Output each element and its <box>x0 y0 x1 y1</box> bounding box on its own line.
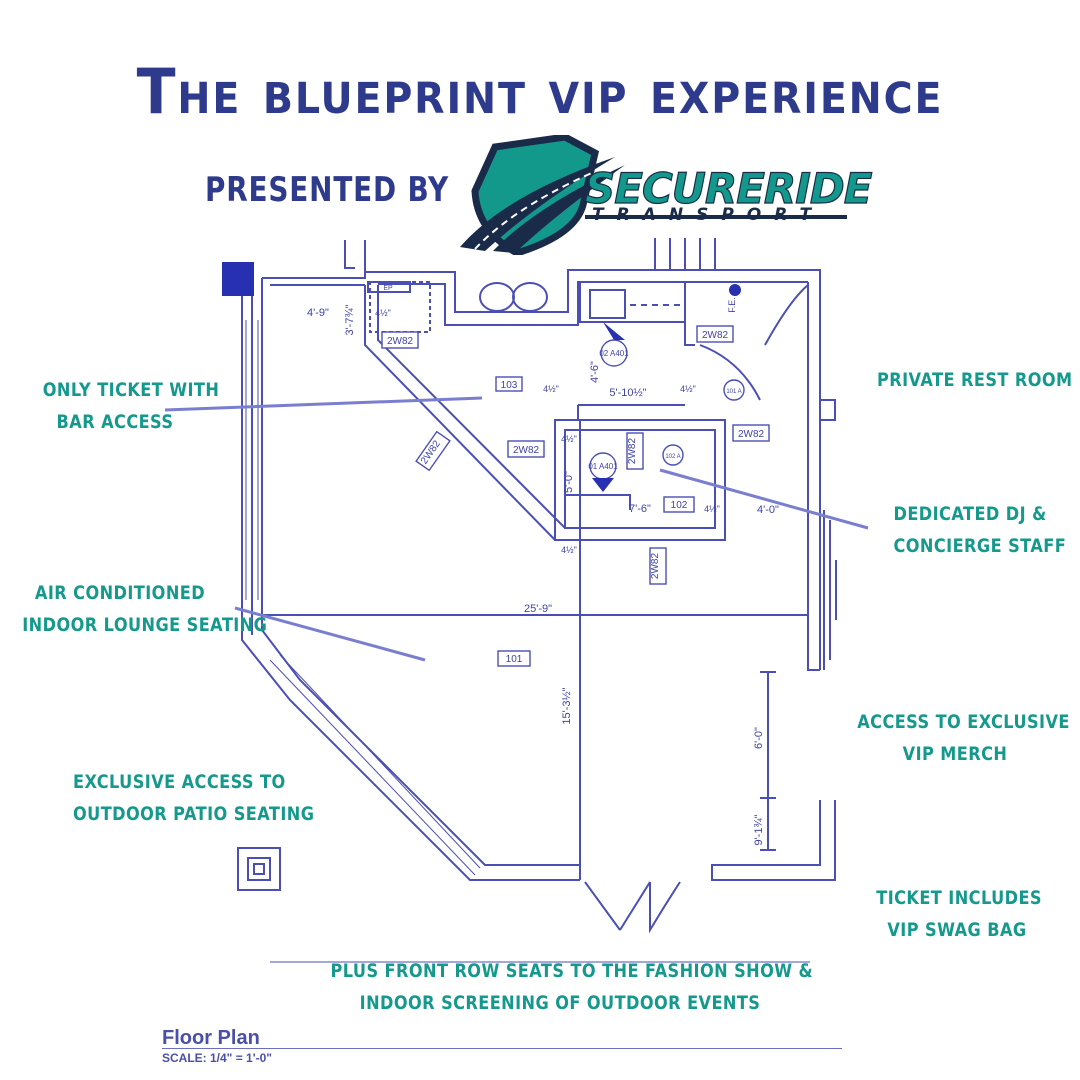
wall-top <box>262 240 366 279</box>
dark-block <box>222 262 254 296</box>
floor-plan-rule <box>162 1048 842 1049</box>
door-marker: 102 A <box>665 454 680 460</box>
fixture-1 <box>479 282 515 312</box>
dimension: 4½" <box>375 308 391 318</box>
leader-lounge <box>234 606 426 662</box>
callout-bar-access: ONLY TICKET WITH BAR ACCESS <box>42 379 220 433</box>
ep-label: EP <box>383 285 393 292</box>
diagonal-wall <box>364 285 580 541</box>
dimension: 4½" <box>704 504 720 514</box>
dimension: 4'-6" <box>589 361 601 383</box>
diagonal-window <box>269 654 481 876</box>
dimension: 25'-9" <box>524 603 552 615</box>
sink <box>589 289 626 319</box>
right-window <box>823 510 837 670</box>
fe-dot <box>729 284 741 296</box>
floor-plan-title: Floor Plan <box>162 1027 260 1049</box>
dimension: 7'-6" <box>629 503 651 515</box>
wall-tag: 2W82 <box>513 445 540 456</box>
logo-subtitle: TRANSPORT <box>592 205 825 225</box>
ep-label-box <box>367 281 411 293</box>
dimension-vert <box>760 671 776 851</box>
wall-tag: 2W82 <box>738 429 765 440</box>
dimension: 5'-0" <box>563 471 575 493</box>
left-window <box>245 320 259 600</box>
wall-top-c <box>365 269 821 670</box>
page-title: The blueprint vip experience <box>136 55 944 128</box>
room-number: 103 <box>501 380 518 391</box>
entry-doors <box>584 881 681 934</box>
diagonal-wall-inner <box>377 285 580 529</box>
restroom-partition <box>565 494 631 510</box>
dimension: 9'-1¾" <box>753 814 765 845</box>
presented-by-label: PRESENTED BY <box>205 170 450 210</box>
counter <box>579 281 686 323</box>
door-arc-inner <box>699 344 761 401</box>
dimension: 5'-10½" <box>609 387 646 399</box>
dimension: 15'-3½" <box>561 687 573 724</box>
column-core <box>253 863 265 875</box>
door-arc-restroom <box>764 284 809 346</box>
dimension: 4'-9" <box>307 307 329 319</box>
restroom-walls <box>554 419 726 541</box>
floor-plan-scale: SCALE: 1/4" = 1'-0" <box>162 1051 272 1065</box>
right-notch <box>820 399 836 421</box>
wall-right <box>807 282 820 671</box>
wall-exterior <box>241 278 580 881</box>
wall-right-lower <box>711 800 836 881</box>
leader-bar <box>164 396 483 412</box>
wall-exterior-inner <box>261 278 580 866</box>
dimension: 4½" <box>543 384 559 394</box>
top-left-corner <box>344 240 355 269</box>
callout-merch: ACCESS TO EXCLUSIVE VIP MERCH <box>857 711 1070 765</box>
room-number: 102 <box>671 500 688 511</box>
logo-wordmark: SECURERIDE <box>584 163 873 213</box>
dimension: 4½" <box>561 434 577 444</box>
leader-dj <box>659 468 869 530</box>
wall-tag: 2W82 <box>650 553 661 580</box>
callout-dj: DEDICATED DJ & CONCIERGE STAFF <box>893 503 1067 557</box>
fixture-2 <box>512 282 548 312</box>
column-inner <box>247 857 271 881</box>
section-marker: 02 A401 <box>599 349 629 358</box>
callout-lounge: AIR CONDITIONED INDOOR LOUNGE SEATING <box>22 582 268 636</box>
dimension: 4½" <box>680 384 696 394</box>
section-marker: 01 A401 <box>588 462 618 471</box>
fire-extinguisher-label: F.E. <box>727 297 737 313</box>
restroom-top <box>577 282 695 420</box>
wall-tag: 2W82 <box>627 438 638 465</box>
wall-tag: 2W82 <box>387 336 414 347</box>
callout-restroom: PRIVATE REST ROOM <box>877 369 1073 391</box>
callout-patio: EXCLUSIVE ACCESS TO OUTDOOR PATIO SEATIN… <box>73 771 315 825</box>
room-number: 101 <box>506 654 523 665</box>
marker-triangle <box>592 478 614 492</box>
dimension: 4'-0" <box>757 504 779 516</box>
dimension: 6'-0" <box>753 727 765 749</box>
dimension: 3'-7¾" <box>344 304 356 335</box>
column <box>237 847 281 891</box>
callout-swag: TICKET INCLUDES VIP SWAG BAG <box>876 887 1042 941</box>
marker-triangle <box>603 322 625 340</box>
door-marker: 101 A <box>726 389 741 395</box>
dimension: 4½" <box>561 545 577 555</box>
wall-tag: 2W82 <box>702 330 729 341</box>
stair-lines <box>654 238 716 270</box>
callout-front-row: PLUS FRONT ROW SEATS TO THE FASHION SHOW… <box>330 960 814 1014</box>
secureride-logo-icon <box>460 135 847 255</box>
